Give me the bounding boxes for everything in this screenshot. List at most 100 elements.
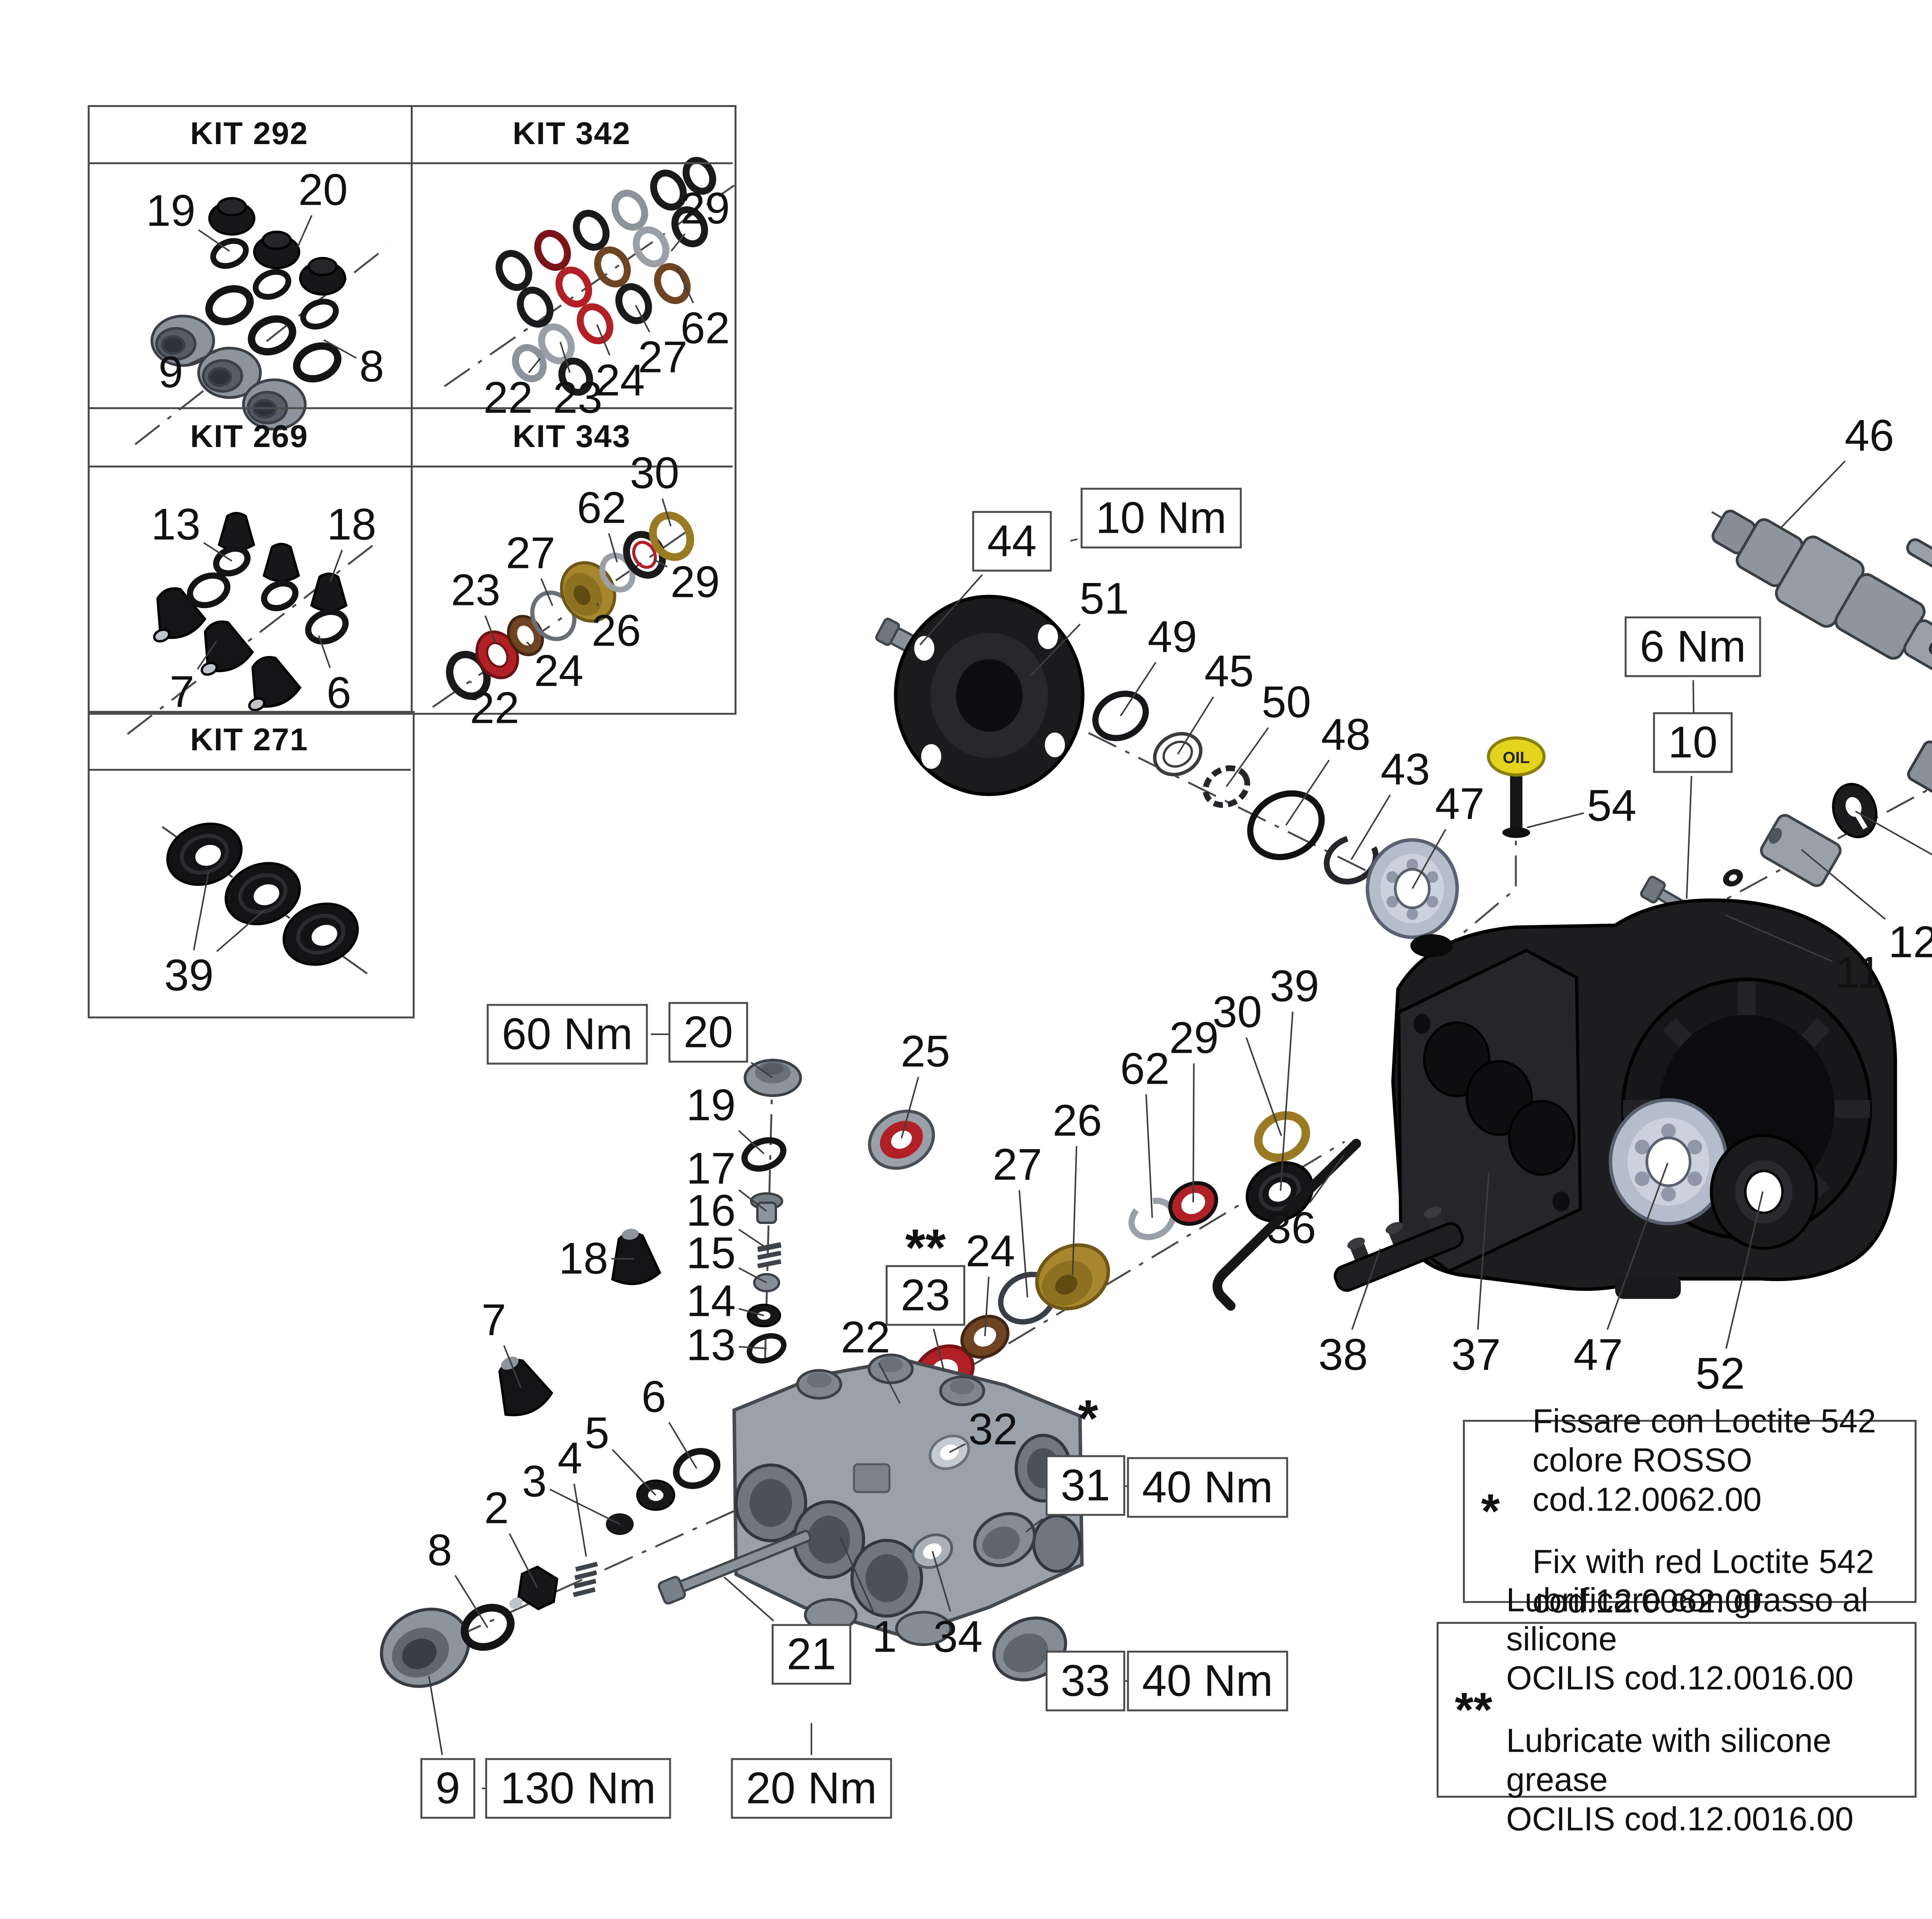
cap-plug-9: [380, 1608, 470, 1688]
callout-11: 11: [1835, 948, 1882, 998]
callout-8: 8: [427, 1525, 452, 1575]
kit-title-342: KIT 342: [512, 116, 631, 151]
kit-271-parts: [166, 823, 359, 966]
callout-130-nm: 130 Nm: [485, 1758, 671, 1819]
plug-31: [973, 1512, 1036, 1567]
brass-piston-26: [1035, 1243, 1110, 1310]
star-washer-50: [1202, 765, 1250, 808]
callout-9: 9: [158, 347, 183, 397]
callout-29: 29: [1169, 1013, 1219, 1063]
callout-13: 13: [151, 500, 201, 549]
callout-60-nm: 60 Nm: [486, 1004, 648, 1065]
kit-row-divider: [88, 407, 733, 409]
stud-bolt-21: [658, 1530, 812, 1605]
kit-292-parts: [150, 197, 346, 431]
note-loctite-en-line1: Fix with red Loctite 542: [1532, 1543, 1874, 1581]
note-grease-it-line2: OCILIS cod.12.0016.00: [1506, 1660, 1854, 1697]
callout-32: 32: [968, 1404, 1018, 1454]
note-loctite: * Fissare con Loctite 542 colore ROSSO c…: [1463, 1402, 1917, 1620]
callout-7: 7: [481, 1295, 506, 1345]
shaft-seal-52: [1710, 1134, 1818, 1250]
note-grease-marker: **: [1455, 1683, 1493, 1737]
callout-21: 21: [772, 1624, 851, 1685]
callout-*: *: [1078, 1389, 1099, 1448]
callout-23: 23: [553, 373, 602, 423]
note-grease-en-line1: Lubricate with silicone grease: [1506, 1722, 1832, 1798]
bearing-flange: [894, 595, 1085, 796]
red-ring-29: [1168, 1181, 1218, 1226]
kit-343-parts: [446, 512, 694, 700]
bolt-o-ring: [1723, 869, 1743, 887]
callout-23: 23: [886, 1265, 965, 1326]
callout-45: 45: [1204, 646, 1254, 696]
circlip-43: [1323, 835, 1379, 885]
plunger-guide-40: [1907, 740, 1932, 805]
callout-38: 38: [1318, 1330, 1368, 1380]
callout-30: 30: [1213, 987, 1262, 1037]
callout-27: 27: [638, 332, 687, 382]
callout-34: 34: [933, 1612, 983, 1662]
oil-cap-text: OIL: [1503, 748, 1530, 767]
callout-14: 14: [686, 1276, 736, 1326]
callout-19: 19: [686, 1080, 736, 1130]
kit-row3-title-rule: [88, 769, 411, 771]
callout-62: 62: [1120, 1044, 1170, 1094]
kit-title-292: KIT 292: [190, 116, 308, 151]
bottom-valve-chain: [380, 1356, 1067, 1688]
callout-1: 1: [872, 1612, 897, 1662]
callout-22: 22: [841, 1312, 890, 1362]
callout-26: 26: [592, 606, 641, 656]
callout-19: 19: [146, 186, 196, 236]
callout-39: 39: [1270, 961, 1319, 1011]
kit-row1-title-rule: [88, 162, 733, 164]
kit-271-frame: [88, 711, 415, 1018]
valve-7: [498, 1356, 553, 1416]
callout-8: 8: [359, 342, 384, 391]
callout-25: 25: [901, 1027, 950, 1076]
callout-10-nm: 10 Nm: [1080, 488, 1242, 549]
callout-24: 24: [966, 1226, 1015, 1276]
callout-15: 15: [686, 1228, 736, 1278]
kit-342-parts: [495, 156, 716, 396]
callout-17: 17: [686, 1144, 736, 1193]
callout-7: 7: [170, 667, 194, 717]
callout-22: 22: [483, 373, 533, 423]
callout-47: 47: [1573, 1330, 1623, 1380]
callout-18: 18: [559, 1234, 608, 1283]
callout-36: 36: [1267, 1203, 1316, 1253]
crankshaft-46: [1711, 510, 1932, 691]
callout-20: 20: [668, 1002, 748, 1063]
callout-52: 52: [1696, 1349, 1745, 1399]
callout-27: 27: [993, 1140, 1042, 1190]
callout-**: **: [905, 1218, 946, 1277]
callout-24: 24: [534, 646, 583, 696]
callout-31: 31: [1046, 1455, 1125, 1516]
callout-37: 37: [1451, 1330, 1501, 1380]
callout-23: 23: [451, 565, 500, 615]
callout-10: 10: [1653, 712, 1733, 773]
callout-54: 54: [1587, 781, 1636, 831]
note-loctite-en-line2: cod.12.0062.00: [1532, 1582, 1762, 1620]
callout-39: 39: [164, 950, 214, 1000]
valve-2: [509, 1565, 559, 1611]
callout-62: 62: [680, 303, 730, 353]
note-grease: ** Lubrificare con grasso al silicone OC…: [1437, 1581, 1917, 1837]
brown-ring-24: [960, 1315, 1010, 1359]
callout-43: 43: [1381, 744, 1430, 794]
callout-33: 33: [1046, 1650, 1125, 1712]
note-grease-it-line1: Lubrificare con grasso al silicone: [1506, 1581, 1868, 1658]
stud-plate-38: [1333, 1206, 1464, 1292]
kit-269-parts: [153, 512, 349, 711]
plunger-spacer-12: [1760, 814, 1842, 887]
shaft-key-53: [1906, 538, 1932, 578]
callout-4: 4: [558, 1433, 582, 1483]
wire-rail-36: [1213, 1139, 1361, 1311]
kit-title-269: KIT 269: [190, 418, 308, 454]
callout-6: 6: [641, 1372, 666, 1422]
callout-9: 9: [420, 1758, 475, 1819]
spring-4: [573, 1562, 598, 1597]
callout-29: 29: [670, 557, 720, 607]
